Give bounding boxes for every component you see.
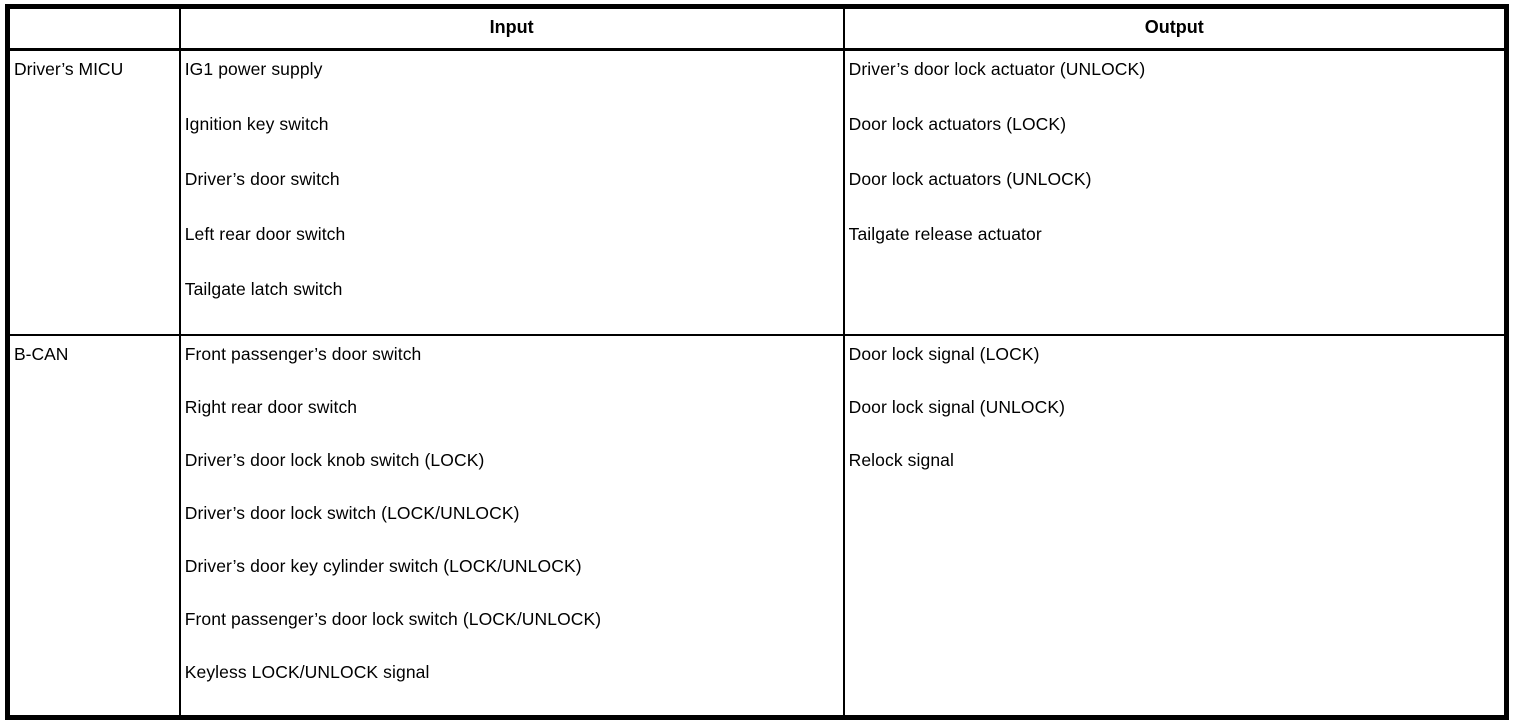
- input-item: Left rear door switch: [184, 224, 346, 244]
- input-cell: Front passenger’s door switch Right rear…: [178, 334, 845, 719]
- input-item: Driver’s door lock switch (LOCK/UNLOCK): [184, 503, 520, 523]
- source-cell: Driver’s MICU: [6, 48, 181, 336]
- input-item: Front passenger’s door switch: [184, 344, 422, 364]
- header-cell-input: Input: [178, 5, 845, 51]
- output-cell: Door lock signal (LOCK) Door lock signal…: [842, 334, 1508, 719]
- source-label: Driver’s MICU: [14, 59, 124, 79]
- input-item: Driver’s door lock knob switch (LOCK): [184, 450, 485, 470]
- io-table: Input Output Driver’s MICU IG1 power sup…: [5, 4, 1509, 720]
- input-item: Ignition key switch: [184, 114, 329, 134]
- input-item: Keyless LOCK/UNLOCK signal: [184, 662, 430, 682]
- input-item: IG1 power supply: [184, 59, 323, 79]
- input-cell: IG1 power supply Ignition key switch Dri…: [178, 48, 845, 336]
- source-label: B-CAN: [14, 344, 69, 364]
- output-item: Relock signal: [848, 450, 954, 470]
- input-item: Tailgate latch switch: [184, 279, 343, 299]
- table-header-row: Input Output: [6, 5, 1508, 51]
- output-cell: Driver’s door lock actuator (UNLOCK) Doo…: [842, 48, 1508, 336]
- output-item: Door lock signal (LOCK): [848, 344, 1040, 364]
- output-item: Door lock signal (UNLOCK): [848, 397, 1066, 417]
- table-row-b-can: B-CAN Front passenger’s door switch Righ…: [6, 334, 1508, 719]
- header-cell-output: Output: [842, 5, 1508, 51]
- input-item: Right rear door switch: [184, 397, 358, 417]
- input-item: Driver’s door switch: [184, 169, 340, 189]
- document-page: Input Output Driver’s MICU IG1 power sup…: [5, 4, 1509, 720]
- output-item: Door lock actuators (UNLOCK): [848, 169, 1092, 189]
- source-cell: B-CAN: [6, 334, 181, 719]
- output-item: Tailgate release actuator: [848, 224, 1042, 244]
- table-row-drivers-micu: Driver’s MICU IG1 power supply Ignition …: [6, 48, 1508, 336]
- input-item: Front passenger’s door lock switch (LOCK…: [184, 609, 602, 629]
- output-item: Door lock actuators (LOCK): [848, 114, 1067, 134]
- output-item: Driver’s door lock actuator (UNLOCK): [848, 59, 1146, 79]
- header-cell-source: [6, 5, 181, 51]
- input-item: Driver’s door key cylinder switch (LOCK/…: [184, 556, 582, 576]
